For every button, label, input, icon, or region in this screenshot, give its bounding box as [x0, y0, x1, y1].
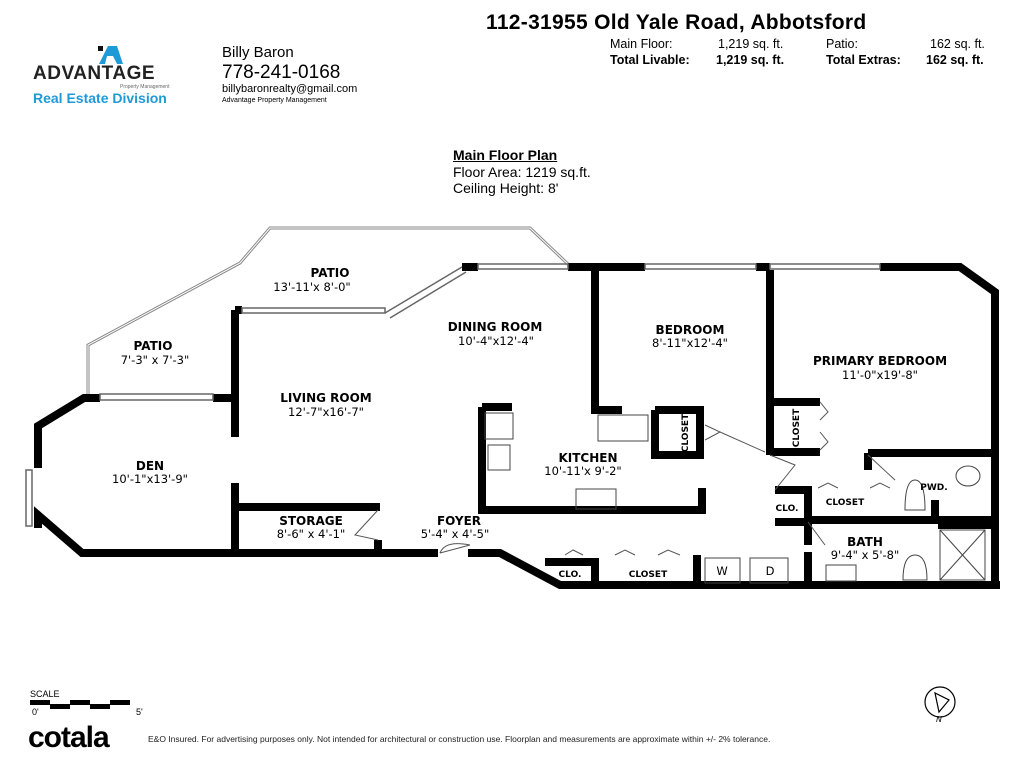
fireplace-icon — [597, 414, 649, 442]
main-floor-label: Main Floor: — [610, 37, 673, 51]
storage-name: STORAGE — [279, 514, 343, 528]
patio-left-name: PATIO — [134, 339, 173, 353]
living-room-name: LIVING ROOM — [280, 391, 372, 405]
total-livable-value: 1,219 sq. ft. — [716, 53, 785, 67]
foyer-name: FOYER — [437, 514, 481, 528]
bedroom-dims: 8'-11"x12'-4" — [652, 336, 728, 350]
plan-floor-area: Floor Area: 1219 sq.ft. — [453, 164, 591, 180]
clo-label: CLO. — [559, 570, 582, 580]
den-dims: 10'-1"x13'-9" — [112, 472, 188, 486]
patio-value: 162 sq. ft. — [930, 37, 985, 51]
disclaimer: E&O Insured. For advertising purposes on… — [148, 734, 771, 744]
cotala-logo: cotala — [28, 721, 110, 754]
scale-end: 5' — [136, 707, 143, 717]
shower-icon — [939, 529, 986, 581]
logo-division: Real Estate Division — [33, 90, 167, 106]
scale-bar — [30, 700, 130, 709]
advantage-logo-icon — [98, 46, 123, 64]
agent-name: Billy Baron — [222, 44, 294, 61]
primary-bedroom-dims: 11'-0"x19'-8" — [842, 368, 918, 382]
closet-label: CLOSET — [629, 570, 668, 580]
doors — [354, 401, 896, 556]
washer-label: W — [716, 564, 727, 578]
property-address: 112-31955 Old Yale Road, Abbotsford — [486, 11, 867, 34]
total-livable-label: Total Livable: — [610, 53, 690, 67]
total-extras-label: Total Extras: — [826, 53, 901, 67]
walls — [34, 263, 1000, 589]
logo-wordmark: ADVANTAGE — [33, 63, 156, 84]
sink-icon — [487, 444, 511, 471]
windows — [25, 263, 881, 527]
closet-label: CLOSET — [681, 413, 691, 452]
dryer-icon — [749, 557, 789, 584]
compass-north: N — [936, 715, 942, 724]
total-extras-value: 162 sq. ft. — [926, 53, 984, 67]
kitchen-name: KITCHEN — [558, 451, 617, 465]
bath-dims: 9'-4" x 5'-8" — [831, 548, 900, 562]
vanity-sink-icon — [825, 564, 857, 582]
bath-name: BATH — [847, 535, 883, 549]
storage-dims: 8'-6" x 4'-1" — [277, 527, 346, 541]
bedroom-name: BEDROOM — [656, 323, 725, 337]
patio-outline-inner — [87, 227, 571, 398]
agent-company: Advantage Property Management — [222, 97, 327, 104]
scale-start: 0' — [32, 707, 39, 717]
primary-bedroom-name: PRIMARY BEDROOM — [813, 354, 947, 368]
closet-label: CLOSET — [792, 408, 802, 447]
patio-top-name: PATIO — [311, 266, 350, 280]
washer-icon — [704, 557, 741, 584]
patio-top-dims: 13'-11'x 8'-0" — [273, 280, 350, 294]
den-name: DEN — [136, 459, 164, 473]
plan-title: Main Floor Plan — [453, 147, 558, 163]
closet-label: CLOSET — [826, 498, 865, 508]
living-room-dims: 12'-7"x16'-7" — [288, 405, 364, 419]
toilet-icon — [904, 479, 926, 511]
compass-icon: N — [924, 686, 956, 724]
plan-ceiling-height: Ceiling Height: 8' — [453, 180, 559, 196]
dining-room-name: DINING ROOM — [448, 320, 543, 334]
scale-label: SCALE — [30, 689, 60, 699]
pwd-label: PWD. — [920, 483, 947, 493]
dining-room-dims: 10'-4"x12'-4" — [458, 334, 534, 348]
clo-label: CLO. — [776, 504, 799, 514]
agent-phone: 778-241-0168 — [222, 62, 341, 83]
toilet-icon — [902, 554, 928, 581]
patio-left-dims: 7'-3" x 7'-3" — [121, 353, 190, 367]
fixtures — [484, 412, 986, 584]
foyer-dims: 5'-4" x 4'-5" — [421, 527, 490, 541]
fridge-icon — [484, 412, 514, 440]
stove-icon — [575, 488, 617, 510]
logo-subtitle: Property Management — [120, 84, 170, 90]
main-floor-value: 1,219 sq. ft. — [718, 37, 784, 51]
dryer-label: D — [766, 564, 775, 578]
agent-email: billybaronrealty@gmail.com — [222, 83, 358, 95]
patio-label: Patio: — [826, 37, 858, 51]
pwd-sink-icon — [955, 465, 981, 487]
kitchen-dims: 10'-11'x 9'-2" — [544, 464, 621, 478]
